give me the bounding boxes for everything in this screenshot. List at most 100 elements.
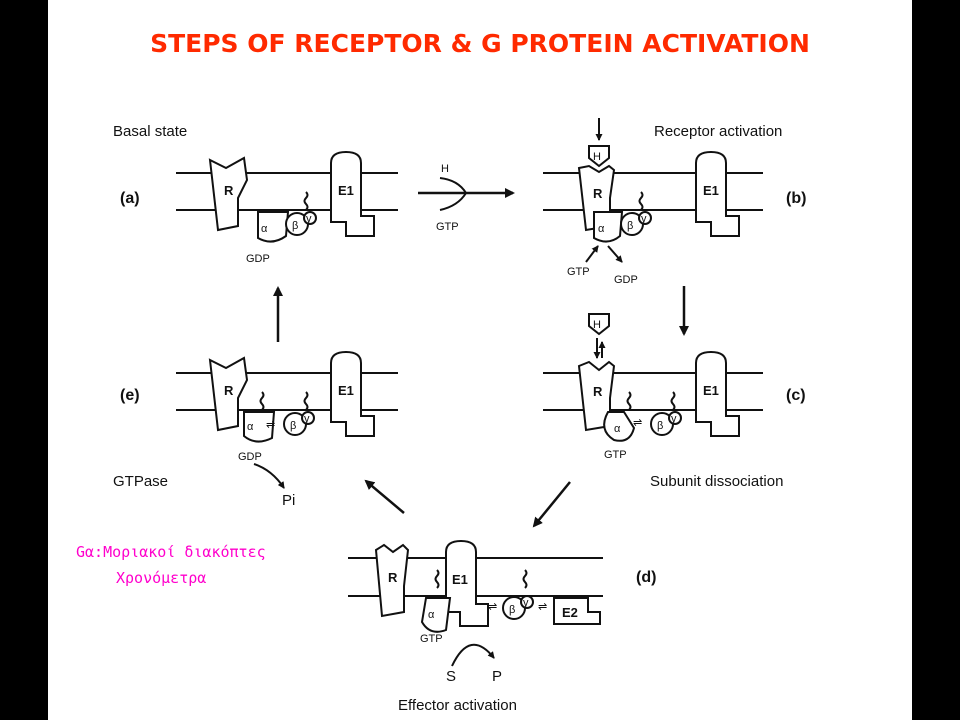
lipid-anchor-b <box>638 191 644 211</box>
lipid-anchor-a <box>303 191 309 211</box>
g-gamma-label-c: γ <box>671 413 677 425</box>
effector-e1-label-e: E1 <box>338 383 354 398</box>
g-gamma-label-a: γ <box>306 213 312 225</box>
gdp-out-arrow-b <box>607 245 623 263</box>
effector-e1-shape-c <box>695 350 740 437</box>
lipid-anchor-alpha-c <box>626 391 632 411</box>
g-beta-label-b: β <box>627 220 633 232</box>
g-beta-label-e: β <box>290 420 296 432</box>
panel-e: (e) GTPase R E1 α ⇌ β γ GDP Pi <box>113 350 398 509</box>
effector-e1-label-a: E1 <box>338 183 354 198</box>
g-alpha-label-a: α <box>261 223 268 235</box>
receptor-label-d: R <box>388 570 398 585</box>
g-gamma-label-e: γ <box>304 413 310 425</box>
substrate-label-d: S <box>446 668 456 685</box>
lipid-anchor-gamma-e <box>303 391 309 411</box>
effector-e1-label-c: E1 <box>703 383 719 398</box>
effector-e1-shape-d <box>445 539 489 627</box>
label-subunit-dissociation: Subunit dissociation <box>650 473 783 490</box>
gtp-label-ab: GTP <box>436 221 459 233</box>
hormone-shape-c <box>588 313 610 336</box>
g-gamma-shape-d <box>520 595 534 609</box>
substrate-conversion-arrow <box>451 643 495 667</box>
diagram-canvas: STEPS OF RECEPTOR & G PROTEIN ACTIVATION… <box>76 29 810 714</box>
hormone-join-curve <box>439 177 467 194</box>
receptor-label-a: R <box>224 183 234 198</box>
lipid-anchor-alpha-d <box>434 569 440 589</box>
gdp-label-e: GDP <box>238 451 262 463</box>
panel-label-a: (a) <box>120 190 140 207</box>
g-alpha-shape-e <box>243 411 276 443</box>
effector-e1-label-d: E1 <box>452 572 468 587</box>
panel-label-b: (b) <box>786 190 806 207</box>
lipid-anchor-alpha-e <box>259 391 265 411</box>
g-alpha-label-e: α <box>247 421 254 433</box>
arrow-d-to-e <box>364 479 405 514</box>
g-gamma-shape-e <box>301 411 315 425</box>
gtp-label-d: GTP <box>420 633 443 645</box>
effector-e1-label-b: E1 <box>703 183 719 198</box>
effector-e1-shape-e <box>330 350 375 437</box>
receptor-label-c: R <box>593 384 603 399</box>
lipid-anchor-gamma-c <box>670 391 676 411</box>
gdp-label-b: GDP <box>614 274 638 286</box>
g-alpha-label-c: α <box>614 423 621 435</box>
g-alpha-shape-d <box>420 597 452 633</box>
hormone-label-b: H <box>593 151 601 163</box>
receptor-shape-a <box>208 156 249 232</box>
dissociation-equilibrium-c: ⇌ <box>633 417 642 429</box>
product-label-d: P <box>492 668 502 685</box>
hormone-label-c: H <box>593 319 601 331</box>
slide-title: STEPS OF RECEPTOR & G PROTEIN ACTIVATION <box>150 29 810 58</box>
panel-label-e: (e) <box>120 387 140 404</box>
panel-a: Basal state (a) R E1 α β γ GDP <box>113 123 398 265</box>
note-timers: Χρονόμετρα <box>116 569 206 587</box>
g-alpha-shape-b <box>593 211 624 243</box>
phosphate-release-arrow <box>253 463 285 489</box>
panel-b: Receptor activation (b) H R E1 α β γ GTP… <box>543 118 806 286</box>
panel-label-c: (c) <box>786 387 806 404</box>
receptor-shape-e <box>208 356 249 432</box>
label-gtpase: GTPase <box>113 473 168 490</box>
effector-e2-shape-d <box>553 597 601 625</box>
panel-label-d: (d) <box>636 569 656 586</box>
g-gamma-shape-c <box>668 411 682 425</box>
label-effector-activation: Effector activation <box>398 697 517 714</box>
gtp-in-arrow-b <box>585 245 599 263</box>
receptor-label-b: R <box>593 186 603 201</box>
lipid-anchor-gamma-d <box>522 569 528 589</box>
g-beta-label-a: β <box>292 220 298 232</box>
dissociation-equilibrium-d2: ⇌ <box>538 601 547 613</box>
g-alpha-label-b: α <box>598 223 605 235</box>
label-basal-state: Basal state <box>113 123 187 140</box>
g-gamma-shape-a <box>303 211 317 225</box>
g-beta-label-c: β <box>657 420 663 432</box>
effector-e2-label-d: E2 <box>562 605 578 620</box>
receptor-shape-d <box>374 543 410 618</box>
g-gamma-shape-b <box>638 211 652 225</box>
gdp-label-a: GDP <box>246 253 270 265</box>
arrow-c-to-d <box>532 481 571 528</box>
g-alpha-shape-c <box>603 411 636 442</box>
transition-a-to-b: H GTP <box>418 163 515 233</box>
reassociation-equilibrium-e: ⇌ <box>266 419 275 431</box>
gtp-label-c: GTP <box>604 449 627 461</box>
gtp-join-curve <box>439 192 467 211</box>
hormone-label-ab: H <box>441 163 449 175</box>
g-beta-label-d: β <box>509 604 515 616</box>
effector-e1-shape-b <box>695 150 740 237</box>
receptor-shape-c <box>577 360 616 432</box>
note-molecular-switches: Gα:Μοριακοί διακόπτες <box>76 543 266 561</box>
receptor-label-e: R <box>224 383 234 398</box>
g-alpha-shape-a <box>257 211 290 243</box>
slide: STEPS OF RECEPTOR & G PROTEIN ACTIVATION… <box>48 0 912 720</box>
phosphate-label-e: Pi <box>282 492 295 509</box>
panel-c: (c) Subunit dissociation H R E1 α ⇌ β γ … <box>543 313 806 490</box>
label-receptor-activation: Receptor activation <box>654 123 782 140</box>
g-gamma-label-d: γ <box>523 597 529 609</box>
gtp-label-b: GTP <box>567 266 590 278</box>
effector-e1-shape-a <box>330 150 375 237</box>
hormone-shape-b <box>588 145 610 168</box>
panel-d: (d) Effector activation R E1 α GTP ⇌ β γ… <box>348 539 656 714</box>
g-gamma-label-b: γ <box>641 213 647 225</box>
